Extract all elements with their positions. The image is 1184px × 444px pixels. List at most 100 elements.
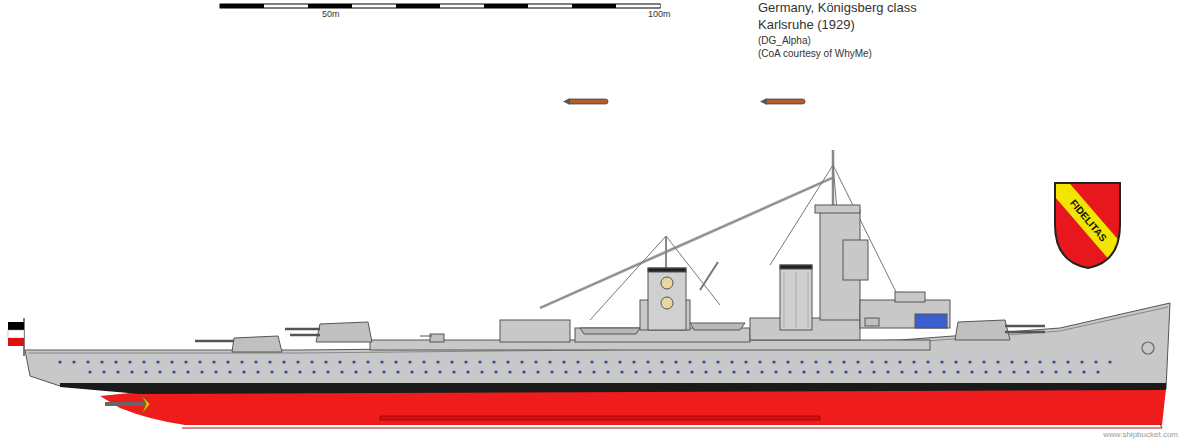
porthole — [114, 360, 117, 363]
porthole — [466, 370, 469, 373]
porthole — [242, 370, 245, 373]
porthole — [550, 370, 553, 373]
porthole — [452, 370, 455, 373]
porthole — [632, 360, 635, 363]
porthole — [774, 370, 777, 373]
porthole — [1010, 360, 1013, 363]
torpedo-piece — [568, 99, 608, 104]
porthole — [1054, 370, 1057, 373]
porthole — [142, 360, 145, 363]
porthole — [648, 370, 651, 373]
porthole — [100, 360, 103, 363]
porthole — [130, 370, 133, 373]
porthole — [996, 360, 999, 363]
porthole — [674, 360, 677, 363]
porthole — [872, 370, 875, 373]
porthole — [758, 360, 761, 363]
author-note: (DG_Alpha) — [758, 35, 811, 46]
hull-piece — [380, 416, 820, 420]
porthole — [394, 360, 397, 363]
porthole — [228, 370, 231, 373]
porthole — [158, 370, 161, 373]
porthole — [116, 370, 119, 373]
porthole — [186, 370, 189, 373]
porthole — [436, 360, 439, 363]
funnel-piece — [808, 272, 809, 328]
porthole — [786, 360, 789, 363]
porthole — [998, 370, 1001, 373]
credit-note: (CoA courtesy of WhyMe) — [758, 48, 872, 59]
porthole — [282, 360, 285, 363]
porthole — [564, 370, 567, 373]
porthole — [382, 370, 385, 373]
porthole — [508, 370, 511, 373]
scale-label: 50m — [322, 10, 340, 20]
porthole — [156, 360, 159, 363]
gun-turret-piece — [285, 328, 320, 331]
funnel-piece — [796, 272, 797, 328]
gun-turret-piece — [290, 334, 320, 337]
porthole — [380, 360, 383, 363]
porthole — [312, 370, 315, 373]
porthole — [1040, 370, 1043, 373]
propeller-piece — [105, 402, 145, 406]
porthole — [926, 360, 929, 363]
porthole — [284, 370, 287, 373]
porthole — [828, 360, 831, 363]
superstructure-piece — [915, 314, 947, 328]
porthole — [424, 370, 427, 373]
porthole — [480, 370, 483, 373]
porthole — [1094, 360, 1097, 363]
superstructure-piece — [843, 240, 868, 280]
porthole — [800, 360, 803, 363]
stern-flag-piece — [8, 338, 24, 346]
porthole — [688, 360, 691, 363]
porthole — [1026, 370, 1029, 373]
porthole — [956, 370, 959, 373]
porthole — [914, 370, 917, 373]
porthole — [814, 360, 817, 363]
scale-segment — [220, 4, 264, 8]
superstructure-piece — [895, 292, 925, 302]
scale-segment — [572, 4, 616, 8]
watermark: www.shipbucket.com — [1103, 431, 1178, 440]
porthole — [592, 370, 595, 373]
porthole — [660, 360, 663, 363]
porthole — [730, 360, 733, 363]
porthole — [618, 360, 621, 363]
porthole — [396, 370, 399, 373]
porthole — [326, 370, 329, 373]
porthole — [968, 360, 971, 363]
porthole — [676, 370, 679, 373]
scale-segment — [484, 4, 528, 8]
porthole — [912, 360, 915, 363]
porthole — [408, 360, 411, 363]
hull-piece — [25, 303, 1170, 392]
porthole — [1052, 360, 1055, 363]
porthole — [72, 360, 75, 363]
porthole — [506, 360, 509, 363]
porthole — [1080, 360, 1083, 363]
porthole — [716, 360, 719, 363]
porthole — [298, 370, 301, 373]
scale-segment — [396, 4, 440, 8]
torpedo-piece — [760, 98, 767, 105]
porthole — [898, 360, 901, 363]
coat-of-arms — [1050, 176, 1126, 268]
porthole — [1024, 360, 1027, 363]
hull-piece — [1142, 342, 1154, 354]
hull-piece — [28, 307, 1168, 353]
torpedo-piece — [765, 99, 805, 104]
stern-flag-piece — [8, 330, 24, 338]
scale-label: 100m — [648, 10, 671, 20]
porthole — [270, 370, 273, 373]
porthole — [620, 370, 623, 373]
funnel-piece — [648, 268, 686, 330]
porthole — [548, 360, 551, 363]
porthole — [450, 360, 453, 363]
porthole — [492, 360, 495, 363]
porthole — [1108, 360, 1111, 363]
funnel-piece — [648, 268, 686, 272]
rigging — [540, 150, 900, 330]
